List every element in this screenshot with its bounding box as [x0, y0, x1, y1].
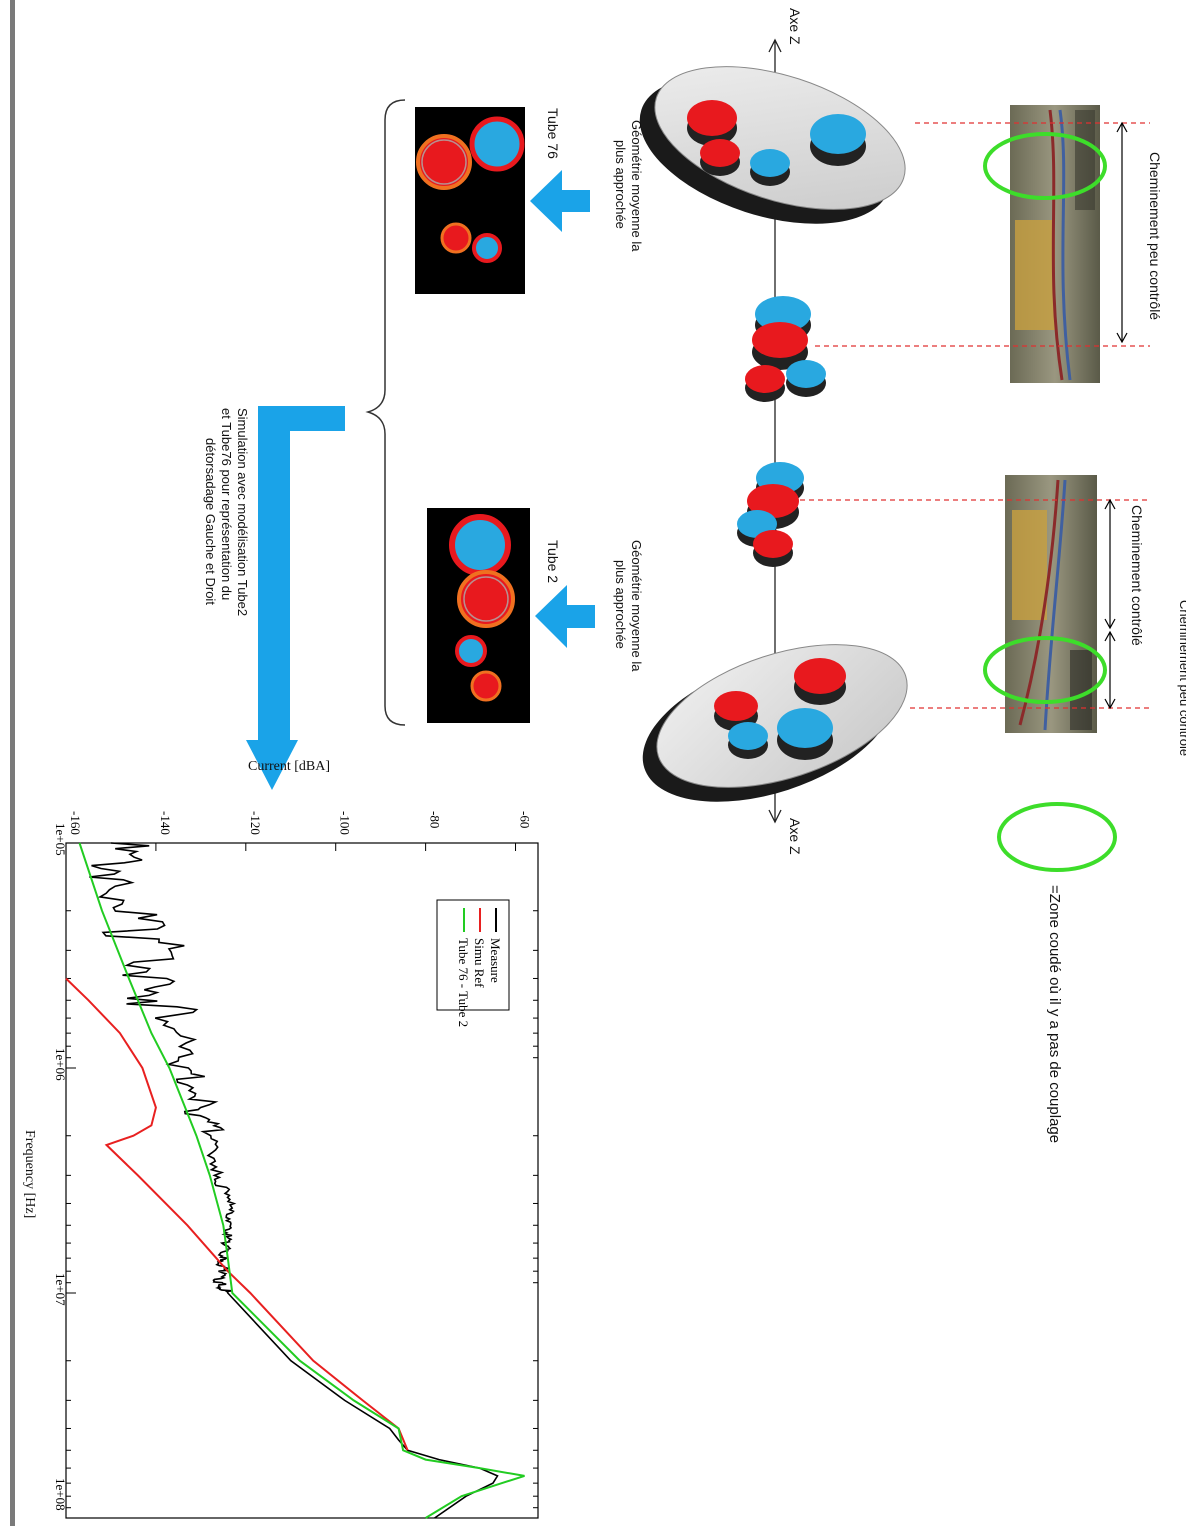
simulation-arrow: [246, 406, 345, 790]
y-tick-label: -60: [518, 811, 533, 828]
page-left-border: [10, 0, 15, 1526]
routing-diagram: Cheminement peu contrôlé Cheminement con…: [203, 8, 1186, 1143]
tube76-cross-section: [415, 107, 525, 294]
cable-disc-top: [639, 66, 906, 224]
cheminement-label-top: Cheminement peu contrôlé: [1147, 152, 1163, 320]
x-axis-label: Frequency [Hz]: [22, 1130, 37, 1218]
chart-axes: -160 -140 -120 -100 -80 -60 1e+05 1e+06 1e+07 1e+…: [53, 811, 538, 1519]
y-tick-label: -140: [158, 811, 173, 835]
svg-text:Axe Z: Axe Z: [787, 818, 803, 855]
svg-text:Frequency [Hz]: Frequency [Hz]: [22, 1130, 37, 1218]
svg-text:Tube 76: Tube 76: [545, 108, 561, 159]
svg-text:Cheminement contrôlé: Cheminement contrôlé: [1129, 505, 1145, 646]
tube2-cross-section: [427, 508, 530, 723]
svg-text:Simulation avec modélisation T: Simulation avec modélisation Tube2et Tub…: [203, 408, 250, 616]
cable-stack-bottom: [737, 462, 804, 567]
x-tick-label: 1e+05: [53, 823, 68, 856]
photo-top: [1010, 105, 1100, 383]
cable-disc-bottom: [642, 644, 908, 802]
svg-text:Cheminement peu contrôlé: Cheminement peu contrôlé: [1147, 152, 1163, 320]
geometry-label-bottom: Géométrie moyenne laplus approchée: [613, 540, 644, 672]
legend-label: Tube 76 - Tube 2: [456, 938, 471, 1027]
y-tick-label: -160: [68, 811, 83, 835]
legend-label: Measure: [488, 938, 503, 983]
svg-text:=Zone coudé où il y a pas de c: =Zone coudé où il y a pas de couplage: [1046, 885, 1063, 1143]
legend-label: Simu Ref: [472, 938, 487, 988]
series-line-0: [89, 842, 499, 1519]
series-line-2: [78, 842, 525, 1519]
svg-text:Cheminement peu contrôlé: Cheminement peu contrôlé: [1177, 600, 1186, 756]
frequency-chart: -160 -140 -120 -100 -80 -60 1e+05 1e+06 1e+07 1e+…: [22, 759, 539, 1519]
svg-text:Axe Z: Axe Z: [787, 8, 803, 45]
photo-bottom: [1005, 475, 1097, 733]
cable-stack-top: [745, 296, 826, 402]
uncoupled-zone-marker-top: [983, 132, 1107, 200]
y-tick-label: -80: [428, 811, 443, 828]
svg-text:Géométrie moyenne laplus appro: Géométrie moyenne laplus approchée: [613, 540, 644, 672]
svg-text:Tube 2: Tube 2: [545, 540, 561, 583]
x-tick-label: 1e+06: [53, 1048, 68, 1081]
uncoupled-zone-marker-bottom: [983, 636, 1107, 704]
axis-z-label-top: Axe Z: [787, 8, 803, 45]
axis-z-label-bottom: Axe Z: [787, 818, 803, 855]
blue-arrow-bottom: [535, 585, 595, 648]
dimension-arrows: [1104, 121, 1128, 710]
blue-arrow-top: [530, 170, 590, 232]
x-tick-label: 1e+07: [53, 1273, 68, 1306]
chart-series-layer: [65, 842, 525, 1519]
geometry-label-top: Géométrie moyenne laplus approchée: [613, 120, 644, 252]
legend-green-ellipse: [997, 802, 1117, 872]
y-axis-label: Current [dBA]: [248, 759, 330, 774]
simulation-text: Simulation avec modélisation Tube2et Tub…: [203, 408, 250, 616]
cheminement-label-controlled: Cheminement contrôlé: [1129, 505, 1145, 646]
y-tick-label: -120: [248, 811, 263, 835]
cheminement-label-peu: Cheminement peu contrôlé: [1177, 600, 1186, 756]
y-tick-label: -100: [338, 811, 353, 835]
legend-zone-text: =Zone coudé où il y a pas de couplage: [1046, 885, 1063, 1143]
grouping-brace: [365, 99, 406, 726]
series-line-1: [65, 977, 409, 1451]
svg-text:Current [dBA]: Current [dBA]: [248, 759, 330, 774]
tube2-label: Tube 2: [545, 540, 561, 583]
tube76-label: Tube 76: [545, 108, 561, 159]
svg-text:Géométrie moyenne laplus appro: Géométrie moyenne laplus approchée: [613, 120, 644, 252]
x-tick-label: 1e+08: [53, 1478, 68, 1511]
